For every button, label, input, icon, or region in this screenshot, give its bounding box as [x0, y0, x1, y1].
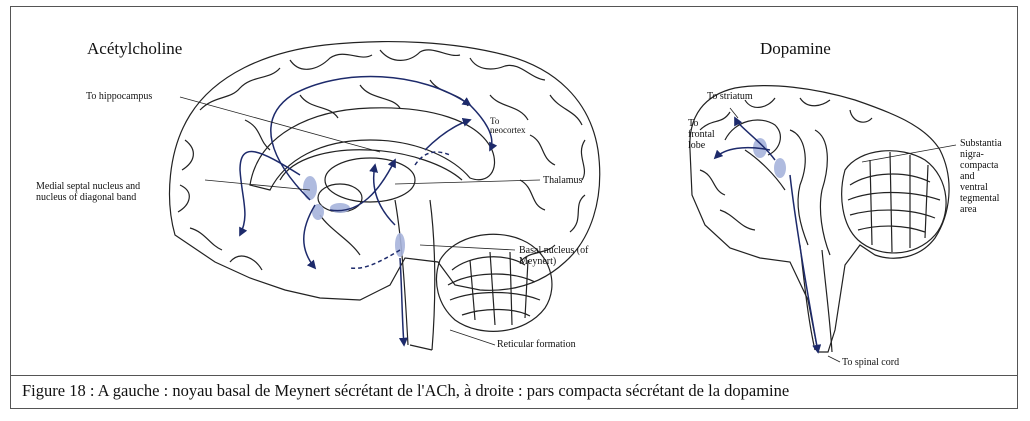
left-leader-lines	[180, 97, 540, 345]
label-substantia-nigra: Substantia nigra- compacta and ventral t…	[960, 138, 1002, 215]
label-to-frontal-lobe: To frontal lobe	[688, 118, 715, 151]
label-septal-nucleus: Medial septal nucleus and nucleus of dia…	[36, 181, 140, 203]
label-to-hippocampus: To hippocampus	[86, 91, 152, 102]
label-reticular-formation: Reticular formation	[497, 339, 576, 350]
acetylcholine-title: Acétylcholine	[87, 39, 182, 59]
right-brain-outline	[690, 86, 949, 352]
left-pathways	[240, 77, 492, 345]
left-nuclei	[303, 176, 405, 257]
label-thalamus: Thalamus	[543, 175, 582, 186]
label-to-spinal-cord: To spinal cord	[842, 357, 899, 368]
right-pathways	[715, 118, 818, 352]
label-to-striatum: To striatum	[707, 91, 753, 102]
label-basal-nucleus: Basal nucleus (of Meynert)	[519, 245, 588, 267]
label-to-neocortex: To neocortex	[490, 117, 525, 135]
dopamine-title: Dopamine	[760, 39, 831, 59]
right-nuclei	[753, 138, 786, 178]
left-brain-outline	[170, 42, 600, 350]
figure-caption: Figure 18 : A gauche : noyau basal de Me…	[22, 381, 789, 401]
